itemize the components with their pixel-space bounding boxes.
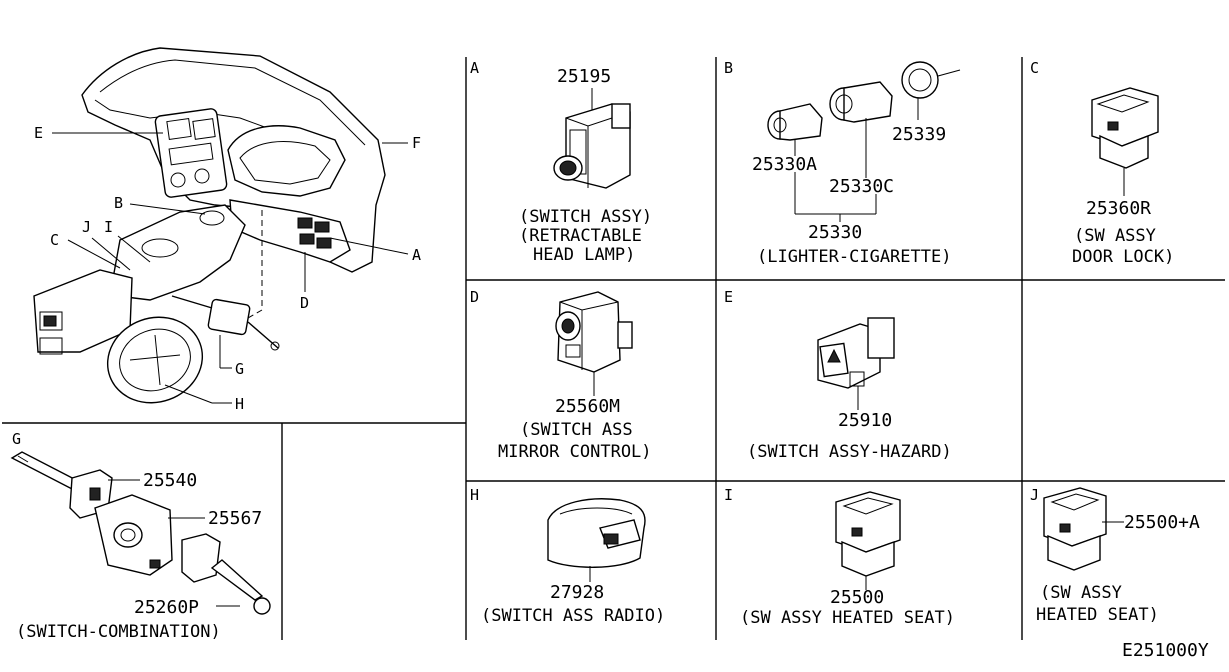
panel-h-letter: H: [470, 486, 479, 504]
panel-grid: [2, 57, 1225, 640]
panel-a-letter: A: [470, 59, 479, 77]
part-25500: 25500: [830, 587, 884, 608]
part-27928: 27928: [550, 582, 604, 603]
callout-d: D: [300, 294, 309, 312]
panel-d-caption-2: MIRROR CONTROL): [498, 442, 652, 462]
part-25195: 25195: [557, 66, 611, 87]
callout-j: J: [82, 218, 91, 236]
panel-c-caption-2: DOOR LOCK): [1072, 247, 1174, 267]
part-25330c: 25330C: [829, 176, 894, 197]
panel-d-letter: D: [470, 288, 479, 306]
panel-e: E 25910 (SWITCH ASSY-HAZARD): [724, 288, 952, 462]
panel-c: C 25360R (SW ASSY DOOR LOCK): [1030, 59, 1174, 267]
panel-a-caption-1: (SWITCH ASSY): [519, 207, 652, 227]
panel-c-caption-1: (SW ASSY: [1074, 226, 1156, 246]
callout-f: F: [412, 134, 421, 152]
part-25260p: 25260P: [134, 597, 199, 618]
panel-e-caption: (SWITCH ASSY-HAZARD): [747, 442, 952, 462]
part-25567: 25567: [208, 508, 262, 529]
panel-j: J 25500+A (SW ASSY HEATED SEAT): [1030, 486, 1200, 625]
part-25910: 25910: [838, 410, 892, 431]
panel-d: D 25560M (SWITCH ASS MIRROR CONTROL): [470, 288, 652, 462]
panel-h: H 27928 (SWITCH ASS RADIO): [470, 486, 665, 626]
callout-h: H: [235, 395, 244, 413]
panel-a-caption-2: (RETRACTABLE: [519, 226, 642, 246]
callout-e: E: [34, 124, 43, 142]
panel-j-caption-1: (SW ASSY: [1040, 583, 1122, 603]
panel-i-letter: I: [724, 486, 733, 504]
part-25330a: 25330A: [752, 154, 817, 175]
panel-h-caption: (SWITCH ASS RADIO): [481, 606, 665, 626]
panel-d-caption-1: (SWITCH ASS: [520, 420, 633, 440]
part-25560m: 25560M: [555, 396, 620, 417]
panel-a-caption-3: HEAD LAMP): [533, 245, 635, 265]
panel-g-letter: G: [12, 430, 21, 448]
callout-b: B: [114, 194, 123, 212]
part-25360r: 25360R: [1086, 198, 1151, 219]
part-25540: 25540: [143, 470, 197, 491]
panel-g: G 25540 25567 25260P (SWITCH-COMBINATION…: [10, 430, 271, 642]
panel-b: B 25330A 25330C 25339 25330 (LIGHTER-CIG…: [724, 59, 961, 267]
panel-i: I 25500 (SW ASSY HEATED SEAT): [724, 486, 955, 628]
callout-c: C: [50, 231, 59, 249]
part-25330: 25330: [808, 222, 862, 243]
callout-g: G: [235, 360, 244, 378]
panel-b-letter: B: [724, 59, 733, 77]
panel-a: A 25195 (SWITCH ASSY) (RETRACTABLE HEAD …: [470, 59, 652, 265]
panel-j-letter: J: [1030, 486, 1039, 504]
diagram-code: E251000Y: [1122, 640, 1209, 661]
part-25500a: 25500+A: [1124, 512, 1200, 533]
part-25339: 25339: [892, 124, 946, 145]
callout-a: A: [412, 246, 421, 264]
panel-j-caption-2: HEATED SEAT): [1036, 605, 1159, 625]
panel-e-letter: E: [724, 288, 733, 306]
panel-g-caption: (SWITCH-COMBINATION): [16, 622, 221, 642]
panel-i-caption: (SW ASSY HEATED SEAT): [740, 608, 955, 628]
dashboard-overview: E F B C J I A D G H: [33, 47, 421, 413]
callout-i: I: [104, 218, 113, 236]
panel-b-caption: (LIGHTER-CIGARETTE): [757, 247, 951, 267]
panel-c-letter: C: [1030, 59, 1039, 77]
